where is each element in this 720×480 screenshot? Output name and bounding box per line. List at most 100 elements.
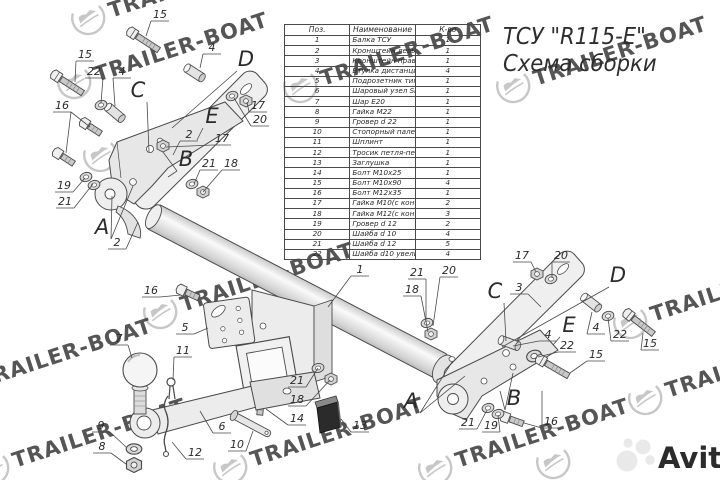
parts-table-cell: Шаровый узел SH21E: [349, 85, 416, 98]
callout-label-7: 7: [116, 332, 123, 345]
callout-label-14: 14: [290, 412, 304, 425]
callout-label-9: 9: [98, 419, 105, 432]
parts-table-cell: 4: [414, 177, 482, 189]
parts-table-cell: 1: [414, 136, 482, 149]
callout-label-18: 18: [405, 283, 419, 296]
leader-line: [513, 261, 537, 273]
parts-table-cell: 9: [283, 116, 351, 128]
leader-line: [233, 97, 269, 127]
socket-plate: [203, 296, 256, 349]
bracket-plate-front: [108, 101, 244, 205]
parts-table-cell: 1: [414, 34, 482, 47]
callout-label-17: 17: [215, 132, 229, 145]
ball-nut: [125, 456, 143, 474]
leader-line: [56, 183, 94, 209]
callout-label-2: 2: [114, 236, 121, 249]
parts-table-cell: 4: [414, 228, 482, 240]
leader-line: [228, 430, 254, 452]
parts-table-cell: 1: [414, 106, 482, 118]
callout-leaders: [53, 20, 659, 465]
callout-label-21: 21: [58, 195, 72, 208]
callout-label-A: A: [402, 389, 418, 413]
callout-label-15: 15: [589, 348, 603, 361]
right-bracket-assembly: [419, 250, 658, 429]
col-header-name: Наименование: [349, 24, 416, 36]
hitch-pin: [229, 410, 272, 438]
callout-label-15: 15: [78, 48, 92, 61]
parts-table-cell: Кронштейн левый: [349, 45, 416, 57]
parts-table-cell: 12: [283, 147, 351, 159]
parts-table-cell: 8: [283, 106, 351, 118]
callout-label-18: 18: [290, 393, 304, 406]
leader-line: [432, 276, 458, 327]
parts-table-cell: Стопорный палец: [349, 126, 416, 138]
parts-table-cell: 2: [414, 197, 482, 210]
callout-label-2: 2: [186, 128, 193, 141]
parts-table-cell: 18: [283, 208, 351, 220]
callout-label-A: A: [93, 215, 109, 239]
callout-label-8: 8: [99, 440, 106, 453]
leader-line: [199, 410, 231, 434]
parts-table-cell: Шайба d10 увеличенная: [349, 248, 416, 261]
leader-line: [165, 144, 231, 148]
parts-table-cell: Гайка М10(с контр.): [349, 197, 416, 210]
callout-label-5: 5: [182, 321, 189, 334]
parts-table-cell: Гайка М22: [349, 106, 416, 118]
callout-label-15: 15: [153, 8, 167, 21]
parts-table-cell: 4: [414, 65, 482, 77]
callout-label-17: 17: [251, 99, 265, 112]
callout-label-16: 16: [144, 284, 158, 297]
parts-table-cell: Тросик петля-петля 175 мм в оплетке: [349, 147, 416, 159]
leader-line: [537, 351, 576, 358]
parts-table-cell: Шар Е20: [349, 96, 416, 108]
leader-line: [112, 77, 131, 107]
parts-table-cell: 3: [414, 208, 482, 220]
avito-logo: Avito: [616, 438, 720, 475]
leader-line: [196, 127, 204, 141]
parts-table-cell: 20: [283, 228, 351, 240]
drawing-title: ТСУ "R115-E" Схема сборки: [503, 24, 657, 78]
parts-table-cell: 15: [283, 177, 351, 189]
callout-label-22: 22: [613, 328, 627, 341]
parts-table-cell: Шплинт: [349, 136, 416, 149]
callout-label-10: 10: [230, 438, 244, 451]
parts-table-cell: Заглушка: [349, 157, 416, 169]
leader-line: [193, 169, 218, 185]
trailer-boat-watermark: [0, 394, 190, 480]
parts-table-cell: Балка ТСУ: [349, 34, 416, 47]
parts-table-cell: Болт М12х35: [349, 187, 416, 200]
callout-label-21: 21: [202, 157, 216, 170]
callout-label-16: 16: [55, 99, 69, 112]
callout-label-22: 22: [87, 65, 101, 78]
parts-table-cell: 11: [283, 136, 351, 149]
leader-line: [408, 278, 427, 320]
leader-line: [510, 293, 542, 308]
callout-label-D: D: [610, 263, 626, 287]
parts-table-cell: 1: [283, 34, 351, 47]
callout-label-E: E: [562, 313, 576, 337]
parts-table-cell: 1: [414, 157, 482, 169]
leader-line: [482, 414, 501, 433]
callout-label-16: 16: [544, 415, 558, 428]
callout-label-21: 21: [410, 266, 424, 279]
parts-table-cell: Гровер d 22: [349, 116, 416, 128]
leader-line: [607, 317, 629, 342]
leader-line: [145, 20, 169, 37]
leader-line: [176, 327, 209, 335]
leader-line: [499, 372, 514, 411]
parts-table-cell: Шайба d 12: [349, 238, 416, 250]
parts-table-cell: 2: [283, 45, 351, 57]
leader-line: [85, 77, 104, 104]
